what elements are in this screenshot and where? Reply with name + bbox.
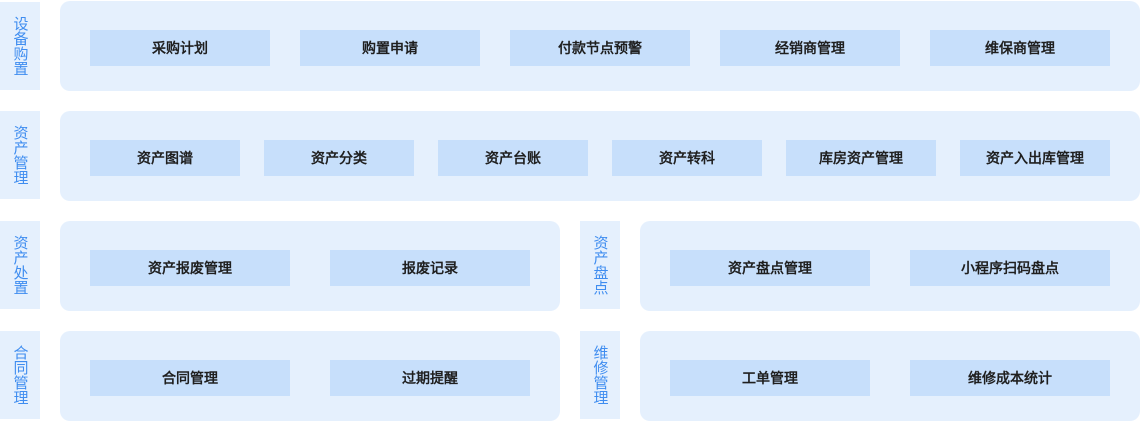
module-button-dealer-management[interactable]: 经销商管理 [720, 30, 900, 66]
module-button-purchase-request[interactable]: 购置申请 [300, 30, 480, 66]
module-button-repair-cost-stats[interactable]: 维修成本统计 [910, 360, 1110, 396]
panel-asset-inventory: 资产盘点管理 小程序扫码盘点 [640, 221, 1140, 311]
section-label-text: 维修管理 [591, 345, 610, 405]
module-button-maintainer-management[interactable]: 维保商管理 [930, 30, 1110, 66]
panel-procurement: 采购计划 购置申请 付款节点预警 经销商管理 维保商管理 [60, 1, 1140, 91]
module-button-miniapp-scan[interactable]: 小程序扫码盘点 [910, 250, 1110, 286]
module-button-asset-transfer[interactable]: 资产转科 [612, 140, 762, 176]
module-button-purchase-plan[interactable]: 采购计划 [90, 30, 270, 66]
module-button-warehouse-assets[interactable]: 库房资产管理 [786, 140, 936, 176]
module-button-payment-alert[interactable]: 付款节点预警 [510, 30, 690, 66]
module-button-inventory-management[interactable]: 资产盘点管理 [670, 250, 870, 286]
module-button-asset-category[interactable]: 资产分类 [264, 140, 414, 176]
panel-contract-management: 合同管理 过期提醒 [60, 331, 560, 421]
module-button-asset-ledger[interactable]: 资产台账 [438, 140, 588, 176]
section-label-text: 设备购置 [11, 16, 30, 76]
section-label-text: 资产盘点 [591, 235, 610, 295]
section-label-contract-management: 合同管理 [0, 331, 40, 419]
section-label-text: 资产处置 [11, 235, 30, 295]
module-button-scrap-management[interactable]: 资产报废管理 [90, 250, 290, 286]
panel-maintenance-management: 工单管理 维修成本统计 [640, 331, 1140, 421]
module-button-asset-map[interactable]: 资产图谱 [90, 140, 240, 176]
module-button-asset-inout[interactable]: 资产入出库管理 [960, 140, 1110, 176]
section-label-asset-disposal: 资产处置 [0, 221, 40, 309]
panel-asset-disposal: 资产报废管理 报废记录 [60, 221, 560, 311]
module-button-scrap-records[interactable]: 报废记录 [330, 250, 530, 286]
section-label-text: 合同管理 [11, 345, 30, 405]
module-button-contract-management[interactable]: 合同管理 [90, 360, 290, 396]
panel-asset-management: 资产图谱 资产分类 资产台账 资产转科 库房资产管理 资产入出库管理 [60, 111, 1140, 201]
module-button-expiry-reminder[interactable]: 过期提醒 [330, 360, 530, 396]
section-label-asset-management: 资产管理 [0, 111, 40, 199]
section-label-maintenance-management: 维修管理 [580, 331, 620, 419]
section-label-procurement: 设备购置 [0, 2, 40, 90]
section-label-asset-inventory: 资产盘点 [580, 221, 620, 309]
section-label-text: 资产管理 [11, 125, 30, 185]
module-button-work-orders[interactable]: 工单管理 [670, 360, 870, 396]
